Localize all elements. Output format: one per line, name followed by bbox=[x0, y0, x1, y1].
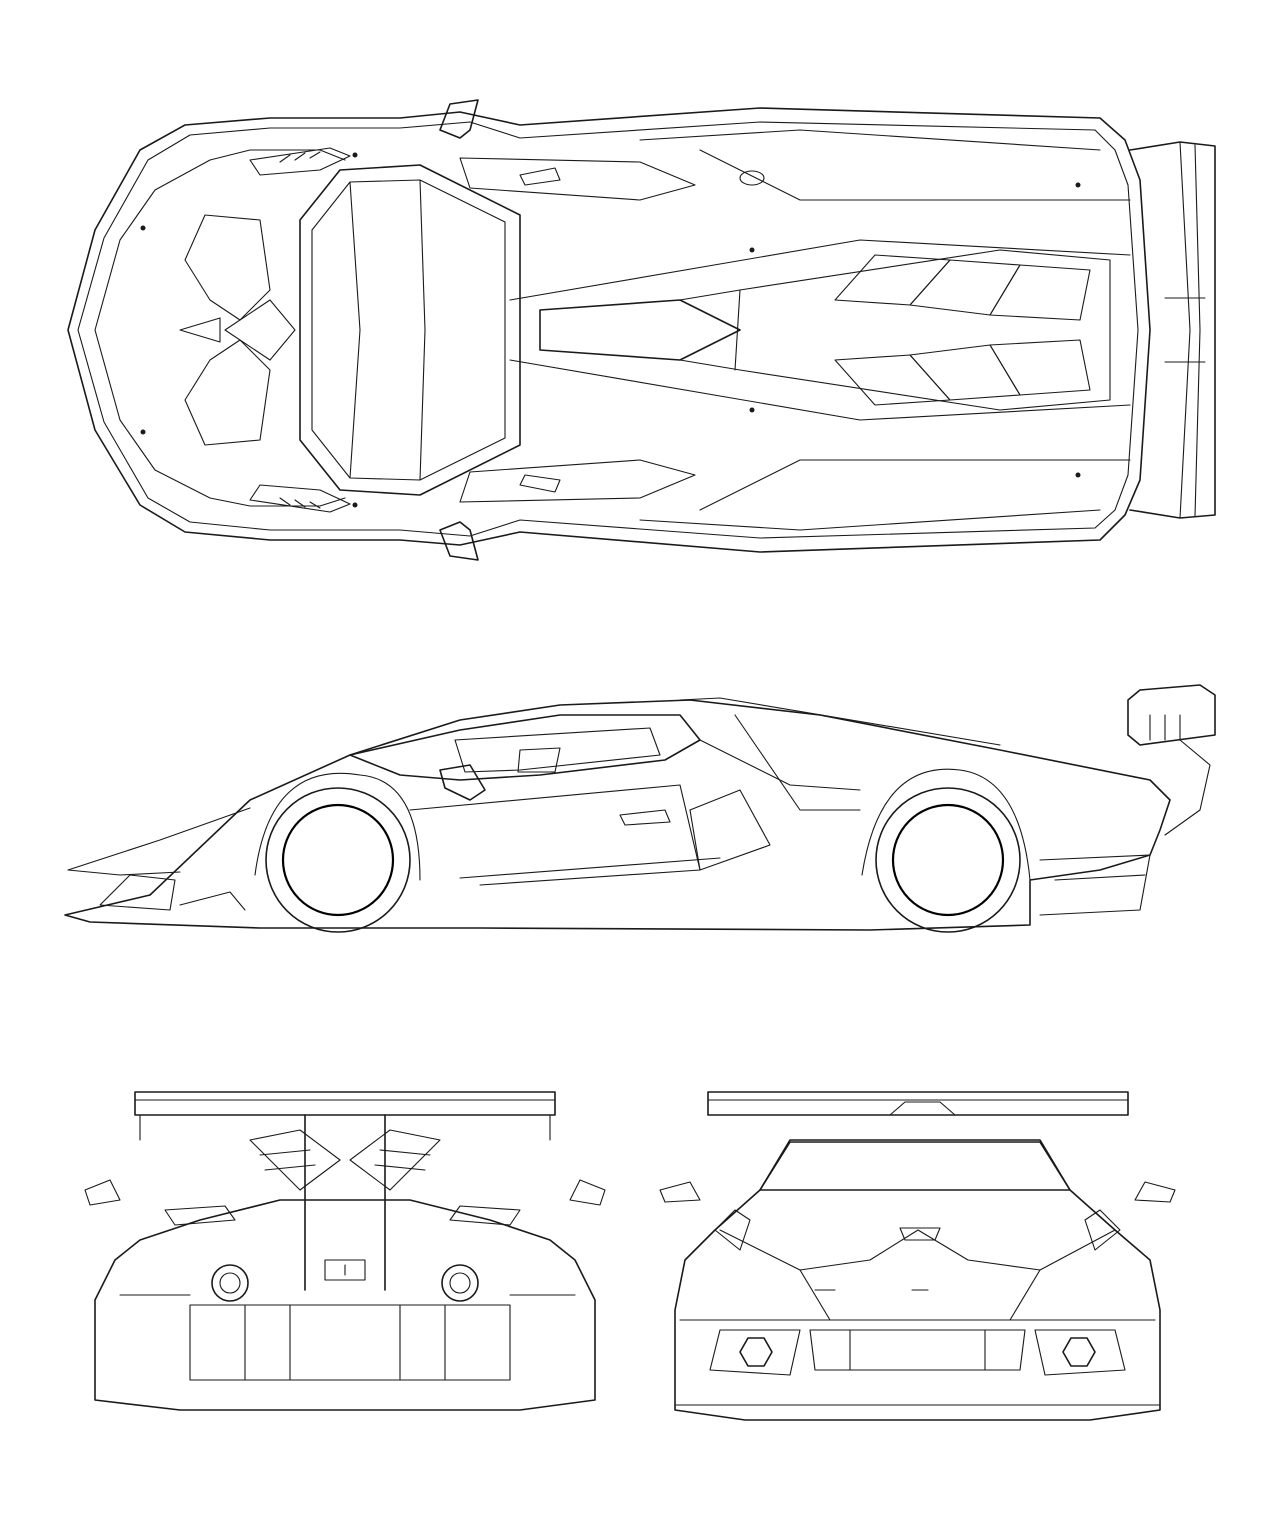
front-headlight-left bbox=[714, 1209, 751, 1251]
side-mirror bbox=[439, 764, 486, 801]
rear-exhaust-right bbox=[441, 1264, 479, 1302]
front-hex-light-right bbox=[1062, 1337, 1096, 1367]
front-wheel bbox=[265, 787, 411, 933]
side-body-outline bbox=[64, 699, 1171, 931]
top-mirror-right bbox=[439, 521, 479, 561]
front-hex-light-left bbox=[739, 1337, 773, 1367]
top-body-outline bbox=[67, 107, 1151, 553]
rear-view-drawing bbox=[84, 1091, 606, 1411]
side-view bbox=[0, 660, 1279, 960]
top-rear-wing bbox=[1129, 141, 1216, 519]
front-view-wing bbox=[707, 1091, 1129, 1116]
side-rear-wing bbox=[1127, 684, 1216, 746]
top-view-drawing bbox=[67, 99, 1216, 561]
rear-view-wing bbox=[134, 1091, 556, 1116]
rear-wheel bbox=[875, 787, 1021, 933]
front-view-drawing bbox=[659, 1091, 1176, 1421]
rear-taillight-left bbox=[164, 1205, 236, 1226]
front-windshield bbox=[759, 1141, 1071, 1191]
front-view bbox=[650, 1080, 1190, 1430]
rear-exhaust-left bbox=[211, 1264, 249, 1302]
side-view-drawing bbox=[64, 684, 1216, 933]
top-mirror-left bbox=[439, 99, 479, 139]
front-headlight-right bbox=[1084, 1209, 1121, 1251]
rear-view bbox=[80, 1080, 620, 1430]
rear-taillight-right bbox=[449, 1205, 521, 1226]
top-view bbox=[0, 0, 1279, 600]
